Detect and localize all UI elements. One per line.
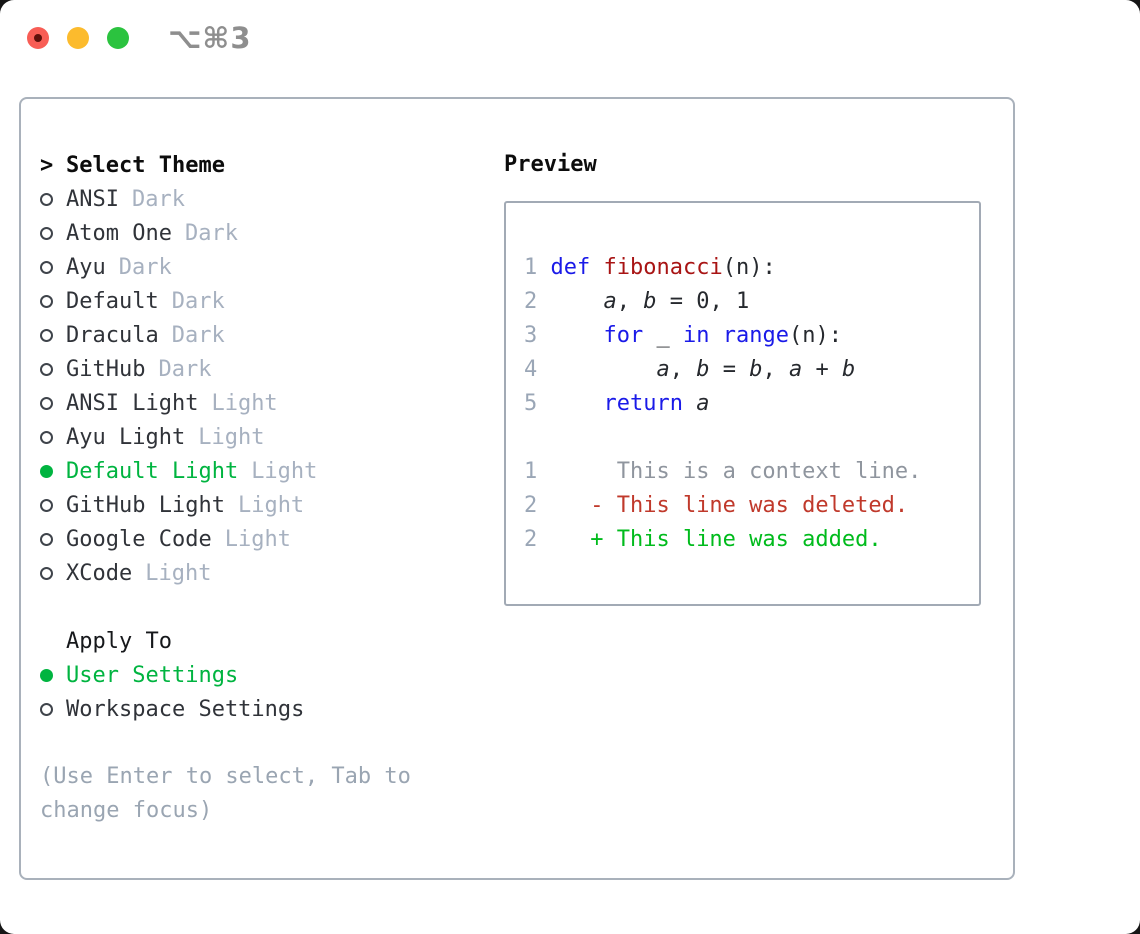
- radio-icon: [40, 192, 53, 206]
- theme-option-xcode[interactable]: XCode Light: [40, 556, 490, 590]
- apply-to-option-user-settings[interactable]: User Settings: [40, 658, 490, 692]
- theme-variant: Light: [198, 424, 265, 450]
- preview-section: Preview 1 def fibonacci(n): 2 a, b = 0, …: [504, 148, 994, 606]
- radio-selected-icon: [40, 464, 53, 478]
- apply-to-label: Workspace Settings: [66, 696, 305, 722]
- theme-variant: Light: [251, 458, 318, 484]
- theme-name: ANSI: [66, 186, 119, 212]
- minimize-button[interactable]: [67, 27, 89, 49]
- radio-icon: [40, 702, 53, 716]
- apply-to-option-workspace-settings[interactable]: Workspace Settings: [40, 692, 490, 726]
- theme-variant: Dark: [131, 186, 185, 212]
- radio-icon: [40, 328, 53, 342]
- close-button[interactable]: [27, 27, 49, 49]
- diff-deleted-line: 2 - This line was deleted.: [524, 493, 909, 518]
- theme-name: Ayu: [66, 254, 106, 280]
- spacer: [40, 590, 490, 624]
- theme-variant: Light: [145, 560, 212, 586]
- code-line: 4 a, b = b, a + b: [524, 357, 856, 382]
- theme-name: XCode: [66, 560, 133, 586]
- diff-context-line: 1 This is a context line.: [524, 459, 922, 484]
- apply-to-title: Apply To: [66, 628, 172, 654]
- radio-icon: [40, 430, 53, 444]
- spacer: [40, 726, 490, 760]
- theme-option-github-dark[interactable]: GitHub Dark: [40, 352, 490, 386]
- theme-name: Default Light: [66, 458, 239, 484]
- theme-option-github-light[interactable]: GitHub Light Light: [40, 488, 490, 522]
- theme-name: Ayu Light: [66, 424, 186, 450]
- prompt-chevron-icon: >: [40, 152, 54, 178]
- theme-option-dracula-dark[interactable]: Dracula Dark: [40, 318, 490, 352]
- radio-icon: [40, 532, 53, 546]
- radio-icon: [40, 566, 53, 580]
- radio-icon: [40, 226, 53, 240]
- theme-variant: Light: [237, 492, 305, 518]
- theme-option-ansi-dark[interactable]: ANSI Dark: [40, 182, 490, 216]
- theme-option-default-light[interactable]: Default Light Light: [40, 454, 490, 488]
- theme-variant: Dark: [184, 220, 238, 246]
- code-line: 5 return a: [524, 391, 710, 416]
- window-shortcut-label: ⌥⌘3: [168, 21, 252, 55]
- code-line: 2 a, b = 0, 1: [524, 289, 750, 314]
- apply-to-label: User Settings: [66, 662, 239, 688]
- theme-name: Dracula: [66, 322, 159, 348]
- theme-name: Atom One: [66, 220, 172, 246]
- radio-icon: [40, 498, 53, 512]
- help-text: (Use Enter to select, Tab to change focu…: [40, 764, 411, 823]
- theme-variant: Dark: [158, 356, 212, 382]
- select-theme-title: Select Theme: [66, 152, 225, 178]
- radio-icon: [40, 362, 53, 376]
- diff-added-line: 2 + This line was added.: [524, 527, 882, 552]
- zoom-button[interactable]: [107, 27, 129, 49]
- titlebar: ⌥⌘3: [0, 0, 1140, 76]
- theme-option-ansi-light[interactable]: ANSI Light Light: [40, 386, 490, 420]
- theme-variant: Dark: [171, 288, 225, 314]
- theme-option-ayu-dark[interactable]: Ayu Dark: [40, 250, 490, 284]
- radio-icon: [40, 294, 53, 308]
- select-theme-header: > Select Theme: [40, 148, 490, 182]
- theme-name: ANSI Light: [66, 390, 199, 416]
- theme-variant: Dark: [171, 322, 225, 348]
- theme-variant: Light: [224, 526, 291, 552]
- code-line: 3 for _ in range(n):: [524, 323, 842, 348]
- theme-option-atom-one-dark[interactable]: Atom One Dark: [40, 216, 490, 250]
- close-dot-icon: [34, 34, 42, 42]
- theme-option-google-code[interactable]: Google Code Light: [40, 522, 490, 556]
- theme-option-ayu-light[interactable]: Ayu Light Light: [40, 420, 490, 454]
- preview-box: 1 def fibonacci(n): 2 a, b = 0, 1 3 for …: [504, 201, 981, 606]
- apply-to-header: Apply To: [40, 624, 490, 658]
- theme-picker-panel: > Select Theme ANSI Dark Atom One Dark A…: [19, 97, 1015, 880]
- radio-selected-icon: [40, 668, 53, 682]
- preview-title: Preview: [504, 152, 597, 177]
- code-line: 1 def fibonacci(n):: [524, 255, 776, 280]
- theme-variant: Light: [211, 390, 278, 416]
- theme-list: > Select Theme ANSI Dark Atom One Dark A…: [40, 148, 490, 828]
- theme-name: GitHub Light: [66, 492, 225, 518]
- radio-icon: [40, 260, 53, 274]
- theme-name: GitHub: [66, 356, 146, 382]
- theme-name: Google Code: [66, 526, 212, 552]
- blank-line: [524, 421, 979, 455]
- radio-icon: [40, 396, 53, 410]
- theme-variant: Dark: [118, 254, 172, 280]
- theme-name: Default: [66, 288, 159, 314]
- theme-option-default-dark[interactable]: Default Dark: [40, 284, 490, 318]
